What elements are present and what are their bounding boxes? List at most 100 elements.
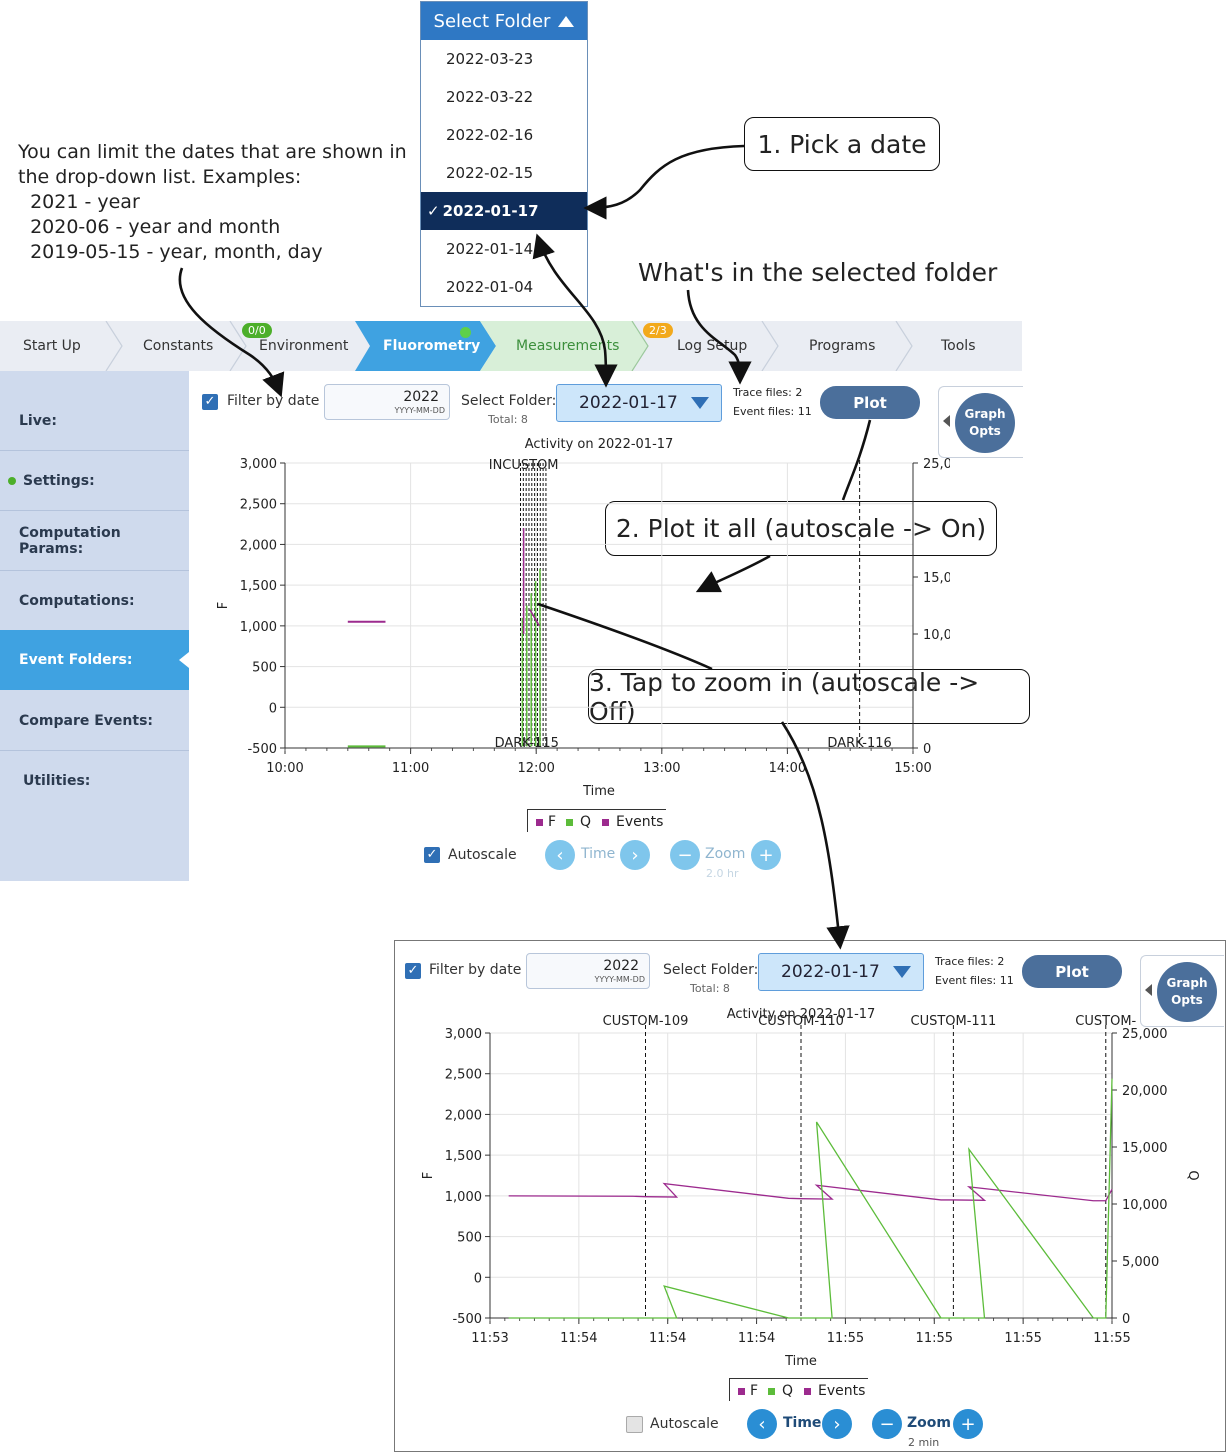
graph-opts-line2: Opts bbox=[969, 424, 1001, 438]
fluorometry-status-dot bbox=[460, 327, 471, 338]
chevron-down-icon bbox=[893, 966, 911, 978]
filter-by-date-checkbox-2[interactable]: ✓ bbox=[405, 963, 421, 979]
autoscale-label-2: Autoscale bbox=[650, 1416, 719, 1432]
date-filter-placeholder: YYYY-MM-DD bbox=[394, 406, 446, 415]
folder-option[interactable]: 2022-02-16 bbox=[421, 116, 587, 154]
x-tick-label: 11:55 bbox=[1004, 1331, 1041, 1346]
time-label: Time bbox=[581, 846, 616, 862]
filter-by-date-label: Filter by date bbox=[227, 393, 320, 409]
sidebar-item-computation-params[interactable]: Computation Params: bbox=[0, 511, 189, 571]
tab-constants[interactable]: Constants bbox=[143, 338, 214, 354]
y2-tick-label: 0 bbox=[1122, 1312, 1130, 1327]
tab-fluorometry[interactable]: Fluorometry bbox=[383, 338, 481, 354]
chart-title: Activity on 2022-01-17 bbox=[525, 437, 674, 452]
x-tick-label: 12:00 bbox=[517, 761, 554, 776]
series-f-line bbox=[508, 1182, 1113, 1202]
triangle-left-icon[interactable] bbox=[1145, 984, 1152, 996]
sidebar-item-event-folders[interactable]: Event Folders: bbox=[0, 630, 189, 690]
zoom-in-button[interactable]: + bbox=[751, 840, 781, 870]
graph-opts-line1: Graph bbox=[1166, 976, 1208, 990]
y2-tick-label: 25,000 bbox=[923, 457, 950, 472]
folder-option-label: 2022-01-04 bbox=[446, 278, 534, 296]
filter-by-date-label-2: Filter by date bbox=[429, 962, 522, 978]
folder-option[interactable]: 2022-03-22 bbox=[421, 78, 587, 116]
plot-button[interactable]: Plot bbox=[820, 386, 920, 419]
y-tick-label: 500 bbox=[252, 661, 277, 676]
folder-option[interactable]: ✓ 2022-01-17 bbox=[421, 192, 587, 230]
tab-environment[interactable]: Environment bbox=[259, 338, 349, 354]
autoscale-checkbox[interactable]: ✓ bbox=[424, 847, 440, 863]
folder-option[interactable]: 2022-01-14 bbox=[421, 230, 587, 268]
x-tick-label: 11:53 bbox=[471, 1331, 508, 1346]
y2-tick-label: 15,000 bbox=[923, 571, 950, 586]
y2-axis-label: Q bbox=[1185, 1170, 1200, 1180]
folder-option-label: 2022-03-23 bbox=[446, 50, 534, 68]
time-label-2: Time bbox=[783, 1415, 822, 1431]
event-label: DARK-116 bbox=[827, 736, 891, 751]
event-label: CUSTOM-110 bbox=[758, 1014, 844, 1029]
folder-option-label: 2022-02-15 bbox=[446, 164, 534, 182]
zoom-out-button[interactable]: − bbox=[670, 840, 700, 870]
zoom-level: 2.0 hr bbox=[706, 867, 739, 880]
y-tick-label: -500 bbox=[247, 742, 277, 757]
y2-tick-label: 5,000 bbox=[1122, 1255, 1159, 1270]
date-filter-placeholder-2: YYYY-MM-DD bbox=[594, 975, 646, 984]
y-tick-label: 1,000 bbox=[445, 1190, 482, 1205]
overview-chart[interactable]: Activity on 2022-01-173,0002,5002,0001,5… bbox=[190, 425, 950, 810]
zoom-in-button-2[interactable]: + bbox=[953, 1409, 983, 1439]
x-tick-label: 11:55 bbox=[1093, 1331, 1130, 1346]
folder-dropdown-title: Select Folder bbox=[433, 10, 551, 32]
legend-f-label: F bbox=[750, 1383, 759, 1399]
zoom-out-button-2[interactable]: − bbox=[872, 1409, 902, 1439]
y2-tick-label: 25,000 bbox=[1122, 1027, 1168, 1042]
tab-programs[interactable]: Programs bbox=[809, 338, 876, 354]
folder-dropdown-header[interactable]: Select Folder bbox=[421, 2, 587, 40]
folder-option[interactable]: 2022-01-04 bbox=[421, 268, 587, 306]
y2-tick-label: 10,000 bbox=[1122, 1198, 1168, 1213]
y-tick-label: 500 bbox=[457, 1231, 482, 1246]
log-setup-badge: 2/3 bbox=[643, 323, 673, 338]
folder-option[interactable]: 2022-03-23 bbox=[421, 40, 587, 78]
x-tick-label: 10:00 bbox=[266, 761, 303, 776]
y-tick-label: 1,500 bbox=[240, 579, 277, 594]
legend-q-swatch bbox=[566, 819, 573, 826]
sidebar-item-settings[interactable]: Settings: bbox=[0, 451, 189, 511]
sidebar-item-utilities[interactable]: Utilities: bbox=[0, 751, 189, 811]
y-axis-label: F bbox=[216, 602, 231, 609]
plot-button-2[interactable]: Plot bbox=[1022, 955, 1122, 988]
folder-select-2[interactable]: 2022-01-17 bbox=[758, 953, 924, 991]
time-prev-button[interactable]: ‹ bbox=[545, 840, 575, 870]
folder-option[interactable]: 2022-02-15 bbox=[421, 154, 587, 192]
y-tick-label: 2,000 bbox=[240, 538, 277, 553]
date-filter-input-2[interactable]: 2022 YYYY-MM-DD bbox=[526, 953, 650, 989]
time-next-button-2[interactable]: › bbox=[822, 1409, 852, 1439]
folder-select-value-2: 2022-01-17 bbox=[781, 962, 880, 982]
zoomed-chart[interactable]: Activity on 2022-01-173,0002,5002,0001,5… bbox=[395, 995, 1224, 1375]
sidebar-item-compare-events[interactable]: Compare Events: bbox=[0, 691, 189, 751]
active-pointer-icon bbox=[179, 652, 189, 668]
date-filter-input[interactable]: 2022 YYYY-MM-DD bbox=[324, 384, 450, 420]
folder-total-2: Total: 8 bbox=[690, 982, 730, 995]
sidebar-item-live[interactable]: Live: bbox=[0, 391, 189, 451]
triangle-left-icon[interactable] bbox=[943, 415, 950, 427]
sidebar-item-label: Utilities: bbox=[23, 773, 91, 789]
legend-q-label: Q bbox=[580, 814, 592, 830]
tab-start-up[interactable]: Start Up bbox=[23, 338, 81, 354]
time-next-button[interactable]: › bbox=[620, 840, 650, 870]
y-tick-label: 0 bbox=[269, 701, 277, 716]
tab-tools[interactable]: Tools bbox=[941, 338, 976, 354]
legend-events-label: Events bbox=[818, 1383, 866, 1399]
legend-f-swatch bbox=[738, 1388, 745, 1395]
legend-events-swatch bbox=[804, 1388, 811, 1395]
filter-by-date-checkbox[interactable]: ✓ bbox=[202, 394, 218, 410]
y-tick-label: -500 bbox=[452, 1312, 482, 1327]
autoscale-label: Autoscale bbox=[448, 847, 517, 863]
event-label: CUSTOM- bbox=[1075, 1014, 1136, 1029]
autoscale-checkbox-2[interactable] bbox=[626, 1416, 643, 1433]
sidebar-item-label: Computation Params: bbox=[19, 524, 121, 557]
folder-select[interactable]: 2022-01-17 bbox=[556, 384, 722, 422]
time-prev-button-2[interactable]: ‹ bbox=[747, 1409, 777, 1439]
legend-q-label: Q bbox=[782, 1383, 794, 1399]
